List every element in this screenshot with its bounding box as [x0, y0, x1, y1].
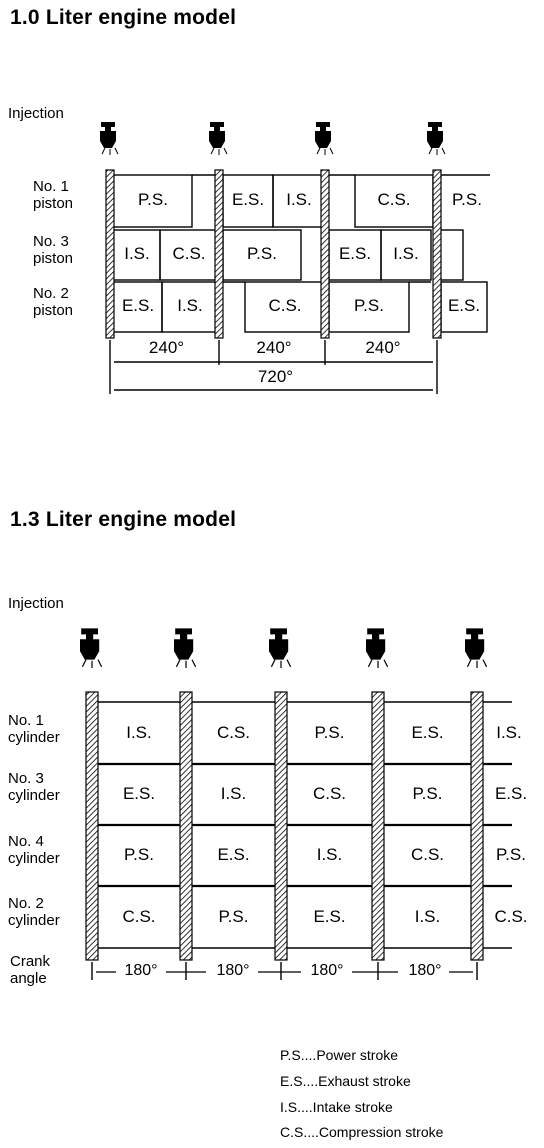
injector-icon — [79, 627, 103, 669]
injector-icon — [426, 121, 446, 156]
crank-angle-segment: 180° — [124, 962, 158, 979]
stroke-cell: C.S. — [312, 784, 347, 803]
angle-label: 240° — [148, 338, 185, 357]
diagram-1-injectors — [99, 121, 446, 156]
stroke-cell: E.S. — [231, 190, 265, 209]
diagram-2-injectors — [79, 627, 488, 669]
stroke-cell: I.S. — [496, 723, 522, 742]
injector-icon — [365, 627, 389, 669]
row-label-no4-cylinder: No. 4 cylinder — [8, 833, 60, 867]
stroke-cell: E.S. — [494, 784, 528, 803]
angle-label: 240° — [365, 338, 401, 357]
stroke-cell: C.S. — [216, 723, 251, 742]
stroke-cell: P.S. — [247, 244, 277, 263]
angle-label: 240° — [256, 338, 292, 357]
injector-icon — [314, 121, 334, 156]
injector-icon — [268, 627, 292, 669]
injector-icon — [208, 121, 228, 156]
injector-icon — [464, 627, 488, 669]
stroke-cell: E.S. — [121, 296, 155, 315]
stroke-cell: C.S. — [268, 296, 302, 315]
stroke-cell: P.S. — [138, 190, 168, 209]
stroke-cell: E.S. — [122, 784, 156, 803]
stroke-cell: I.S. — [393, 244, 419, 263]
stroke-cell: E.S. — [313, 907, 346, 926]
stroke-cell: C.S. — [122, 907, 156, 926]
stroke-cell: P.S. — [496, 845, 526, 864]
row-label-no3-cylinder: No. 3 cylinder — [8, 770, 60, 804]
stroke-cell: P.S. — [452, 190, 482, 209]
diagram-2-title: 1.3 Liter engine model — [10, 508, 237, 531]
stroke-cell: I.S. — [124, 244, 150, 263]
stroke-cell: E.S. — [447, 296, 481, 315]
stroke-cell: I.S. — [126, 723, 152, 742]
row-label-no2-piston: No. 2 piston — [33, 285, 74, 319]
stroke-cell: I.S. — [286, 190, 312, 209]
row-label-no1-piston: No. 1 piston — [33, 178, 74, 212]
diagram-1-injection-bars — [105, 169, 442, 339]
stroke-cell: P.S. — [314, 723, 345, 742]
diagram-1-injection-label: Injection — [8, 105, 64, 122]
crank-angle-segment: 180° — [216, 962, 250, 979]
stroke-cell: C.S. — [410, 845, 445, 864]
legend-item-compression: C.S....Compression stroke — [280, 1124, 444, 1140]
crank-angle-segment: 180° — [408, 962, 442, 979]
crank-angle-label: Crank angle — [10, 953, 51, 987]
angle-total-label: 720° — [257, 367, 294, 386]
diagram-2-injection-bars — [85, 691, 484, 961]
legend-item-exhaust: E.S....Exhaust stroke — [280, 1073, 411, 1089]
injector-icon — [173, 627, 197, 669]
crank-angle-segment: 180° — [310, 962, 344, 979]
stroke-cell: C.S. — [172, 244, 206, 263]
stroke-cell: P.S. — [218, 907, 249, 926]
stroke-cell: I.S. — [220, 784, 247, 803]
injector-icon — [99, 121, 119, 156]
legend-item-intake: I.S....Intake stroke — [280, 1099, 393, 1115]
stroke-cell: I.S. — [177, 296, 203, 315]
row-label-no3-piston: No. 3 piston — [33, 233, 74, 267]
stroke-cell: C.S. — [377, 190, 411, 209]
diagram-2-injection-label: Injection — [8, 595, 64, 612]
diagram-2-grid — [91, 701, 512, 980]
row-label-no2-cylinder: No. 2 cylinder — [8, 895, 60, 929]
row-label-no1-cylinder: No. 1 cylinder — [8, 712, 60, 746]
stroke-cell: P.S. — [124, 845, 154, 864]
stroke-cell: E.S. — [338, 244, 372, 263]
diagram-1-title: 1.0 Liter engine model — [10, 6, 237, 29]
stroke-cell: I.S. — [414, 907, 441, 926]
stroke-cell: C.S. — [494, 907, 528, 926]
stroke-cell: P.S. — [412, 784, 443, 803]
stroke-cell: I.S. — [316, 845, 343, 864]
stroke-cell: E.S. — [217, 845, 250, 864]
legend-item-power: P.S....Power stroke — [280, 1047, 399, 1063]
stroke-cell: E.S. — [411, 723, 444, 742]
stroke-cell: P.S. — [354, 296, 384, 315]
